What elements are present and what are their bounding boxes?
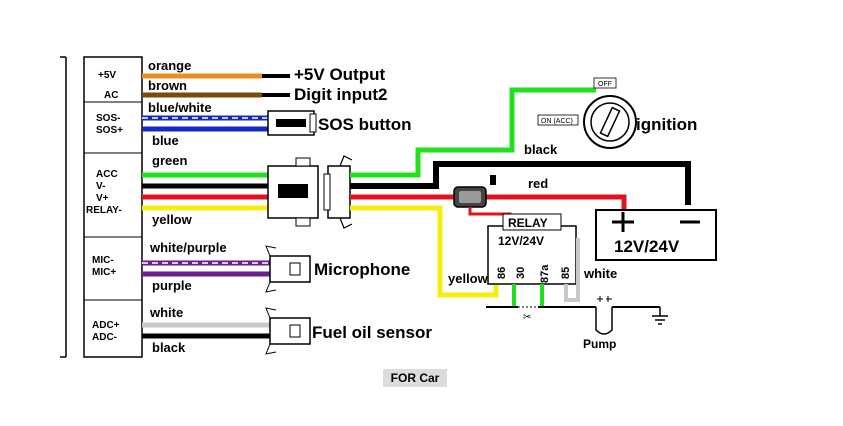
wire-white-relay: [564, 238, 580, 302]
wire-label-orange: orange: [148, 58, 191, 73]
relay-pin-30: 30: [515, 267, 527, 279]
relay-pin-85: 85: [560, 267, 572, 279]
pin-relay-minus: RELAY-: [86, 205, 122, 216]
ignition-on-label: ON (ACC): [541, 118, 573, 125]
pin-5v: +5V: [98, 70, 116, 81]
label-microphone: Microphone: [314, 260, 410, 279]
pin-adc-plus: ADC+: [92, 320, 120, 331]
pump-label: Pump: [583, 337, 616, 351]
relay-title: RELAY: [508, 216, 548, 230]
pin-mic-minus: MIC-: [92, 255, 114, 266]
caption: FOR Car: [383, 369, 447, 387]
relay-voltage: 12V/24V: [498, 234, 544, 248]
wire-label-black-top: black: [524, 142, 558, 157]
label-5v-output: +5V Output: [294, 65, 385, 84]
pin-sos-plus: SOS+: [96, 125, 123, 136]
wire-label-yellow: yellow: [152, 212, 193, 227]
wire-label-red: red: [528, 176, 548, 191]
label-sos-button: SOS button: [318, 115, 411, 134]
pump-icon: [595, 307, 613, 335]
wire-label-white-purple: white/purple: [149, 240, 227, 255]
wire-label-purple: purple: [152, 278, 192, 293]
wire-label-black: black: [152, 340, 186, 355]
label-fuel-sensor: Fuel oil sensor: [312, 323, 432, 342]
wire-label-blue-white: blue/white: [148, 100, 212, 115]
battery-label: 12V/24V: [614, 237, 680, 256]
relay-box: [487, 225, 577, 285]
pin-mic-plus: MIC+: [92, 267, 116, 278]
wire-label-white: white: [149, 305, 183, 320]
relay-pin-87a: 87a: [539, 264, 551, 283]
wire-label-yellow-relay: yellow: [448, 271, 489, 286]
pin-v-minus: V-: [96, 181, 105, 192]
wire-yellow-relay: [350, 205, 499, 298]
scissors-icon: ✂: [523, 312, 531, 323]
wire-green-ignition: [350, 87, 596, 178]
wire-black-battery: [350, 161, 691, 205]
label-digit-input: Digit input2: [294, 85, 387, 104]
relay-pin-86: 86: [496, 267, 508, 279]
wire-red-battery: [484, 194, 627, 210]
pin-v-plus: V+: [96, 193, 109, 204]
battery-box: [595, 209, 717, 261]
ignition-off-label: OFF: [598, 81, 612, 88]
label-ignition: ignition: [636, 115, 697, 134]
wire-label-white-relay: white: [583, 266, 617, 281]
wire-label-brown: brown: [148, 78, 187, 93]
device-connector-panel: [83, 56, 143, 358]
wire-label-blue: blue: [152, 133, 179, 148]
power-connector-male: [327, 165, 351, 219]
pin-ac: AC: [104, 90, 118, 101]
pin-adc-minus: ADC-: [92, 332, 117, 343]
pin-sos-minus: SOS-: [96, 113, 120, 124]
wire-label-green: green: [152, 153, 187, 168]
pin-acc: ACC: [96, 169, 118, 180]
